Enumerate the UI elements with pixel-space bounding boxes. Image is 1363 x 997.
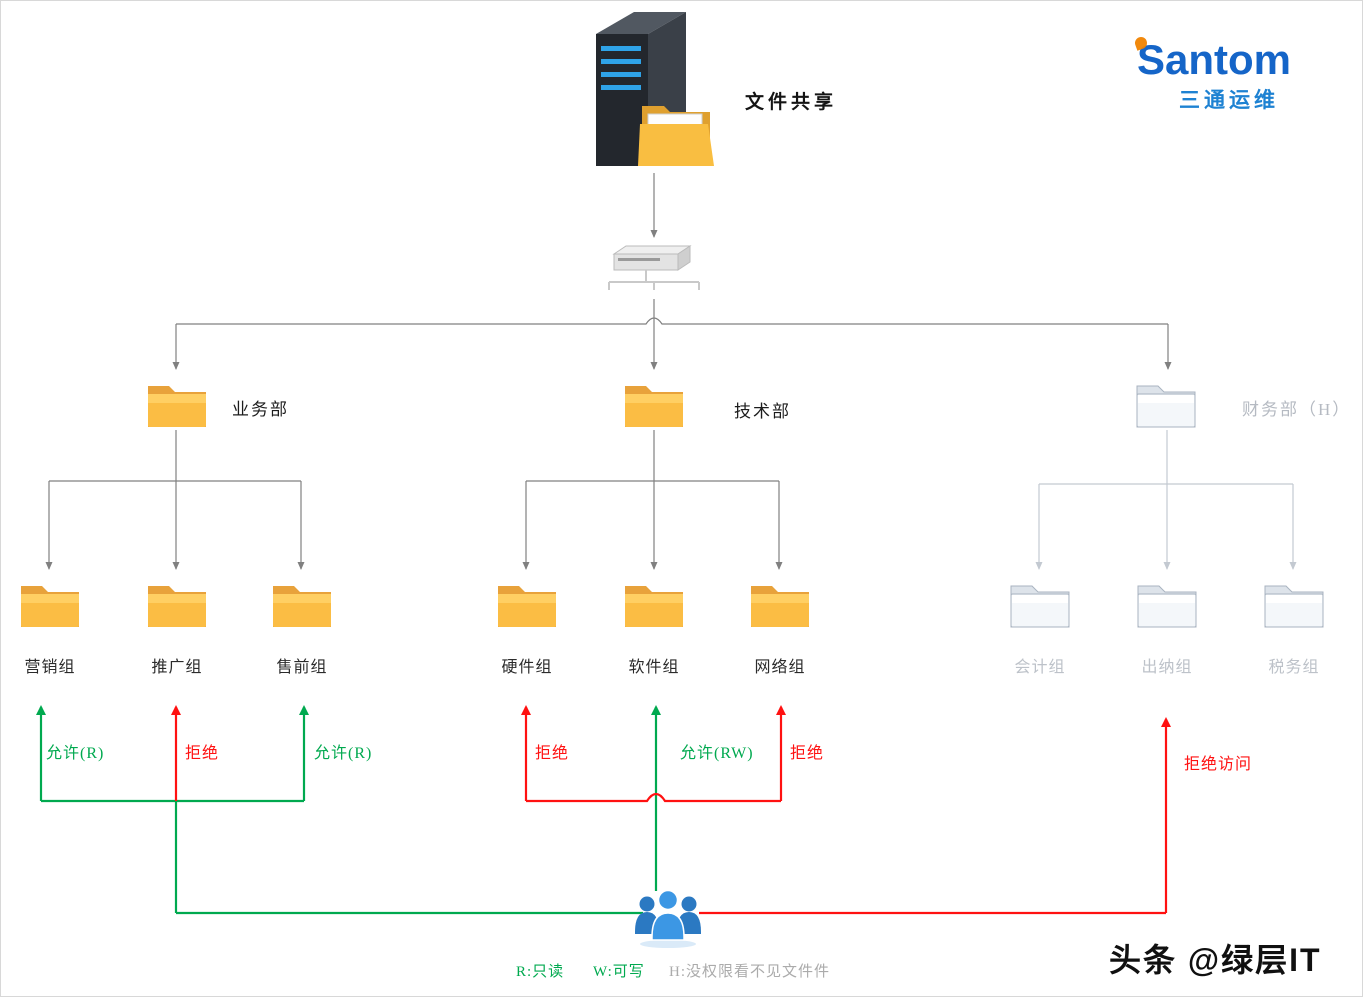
watermark-text: 头条 @绿层IT (1109, 942, 1322, 978)
folder-group-network (749, 581, 811, 635)
dept-label-tech: 技术部 (734, 402, 791, 421)
legend-read: R:只读 (516, 964, 565, 980)
group-label-accounting: 会计组 (1014, 659, 1066, 676)
group-label-promotion: 推广组 (151, 659, 203, 676)
network-switch-icon (606, 244, 702, 305)
folder-group-accounting (1009, 581, 1071, 635)
perm-label-allow-r-presales: 允许(R) (314, 745, 373, 762)
server-title: 文件共享 (745, 92, 838, 113)
perm-label-allow-r-marketing: 允许(R) (46, 745, 105, 762)
folder-dept-business (146, 381, 208, 435)
folder-group-cashier (1136, 581, 1198, 635)
perm-label-deny-hardware: 拒绝 (535, 745, 570, 762)
group-label-software: 软件组 (628, 659, 680, 676)
group-label-hardware: 硬件组 (501, 659, 553, 676)
group-label-tax: 税务组 (1268, 659, 1320, 676)
group-label-network: 网络组 (754, 659, 806, 676)
file-server-icon (586, 6, 718, 179)
dept-label-finance: 财务部（H） (1242, 400, 1352, 419)
folder-group-marketing (19, 581, 81, 635)
dept-label-business: 业务部 (232, 400, 289, 419)
legend-hidden: H:没权限看不见文件件 (669, 964, 831, 980)
perm-label-deny-promotion: 拒绝 (185, 745, 220, 762)
folder-dept-tech (623, 381, 685, 435)
brand-logo: Santom 三通运维 (1133, 35, 1291, 114)
folder-group-tax (1263, 581, 1325, 635)
folder-group-hardware (496, 581, 558, 635)
brand-name: Santom (1133, 35, 1291, 81)
group-label-cashier: 出纳组 (1141, 659, 1193, 676)
perm-label-deny-network: 拒绝 (790, 745, 825, 762)
folder-dept-finance (1135, 381, 1197, 435)
legend-write: W:可写 (593, 964, 645, 980)
folder-group-software (623, 581, 685, 635)
group-label-presales: 售前组 (276, 659, 328, 676)
perm-label-allow-rw-software: 允许(RW) (680, 745, 754, 762)
folder-group-presales (271, 581, 333, 635)
perm-label-deny-access-finance: 拒绝访问 (1184, 756, 1253, 773)
brand-subtitle: 三通运维 (1179, 89, 1279, 112)
users-icon (629, 887, 707, 954)
group-label-marketing: 营销组 (24, 659, 76, 676)
folder-group-promotion (146, 581, 208, 635)
